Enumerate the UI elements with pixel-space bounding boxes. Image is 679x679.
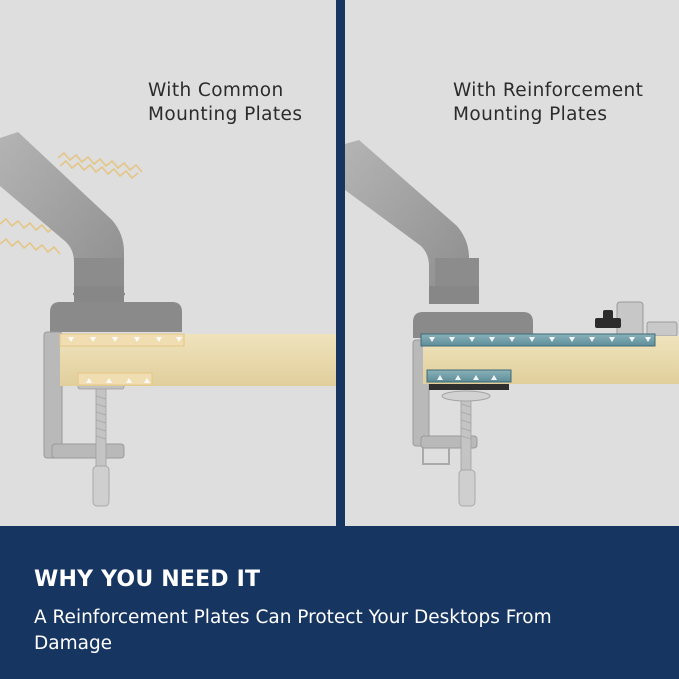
reinforcement-plate-icon <box>420 333 656 390</box>
desk-clamp-icon <box>43 331 125 507</box>
monitor-arm-icon <box>345 140 533 338</box>
monitor-arm-icon <box>0 132 182 332</box>
monitor-arm-clamp-common-plate-icon <box>0 132 336 507</box>
subline: A Reinforcement Plates Can Protect Your … <box>34 607 552 654</box>
footer-banner: WHY YOU NEED IT A Reinforcement Plates C… <box>0 526 679 679</box>
reinforcement-plate-panel: With Reinforcement Mounting Plates <box>345 0 679 526</box>
headline: WHY YOU NEED IT <box>34 567 261 592</box>
monitor-arm-clamp-reinforcement-plate-icon <box>345 140 679 507</box>
vibration-lines-icon <box>0 151 143 255</box>
cable-clip-icon <box>595 301 678 337</box>
reinforcement-plate-label: With Reinforcement Mounting Plates <box>453 80 644 125</box>
common-plate-label: With Common Mounting Plates <box>148 80 303 125</box>
desk-board-icon <box>59 333 336 386</box>
common-plate-panel: With Common Mounting Plates <box>0 0 336 526</box>
pressure-arrows-icon <box>68 337 182 383</box>
pressure-arrows-icon <box>429 337 651 380</box>
